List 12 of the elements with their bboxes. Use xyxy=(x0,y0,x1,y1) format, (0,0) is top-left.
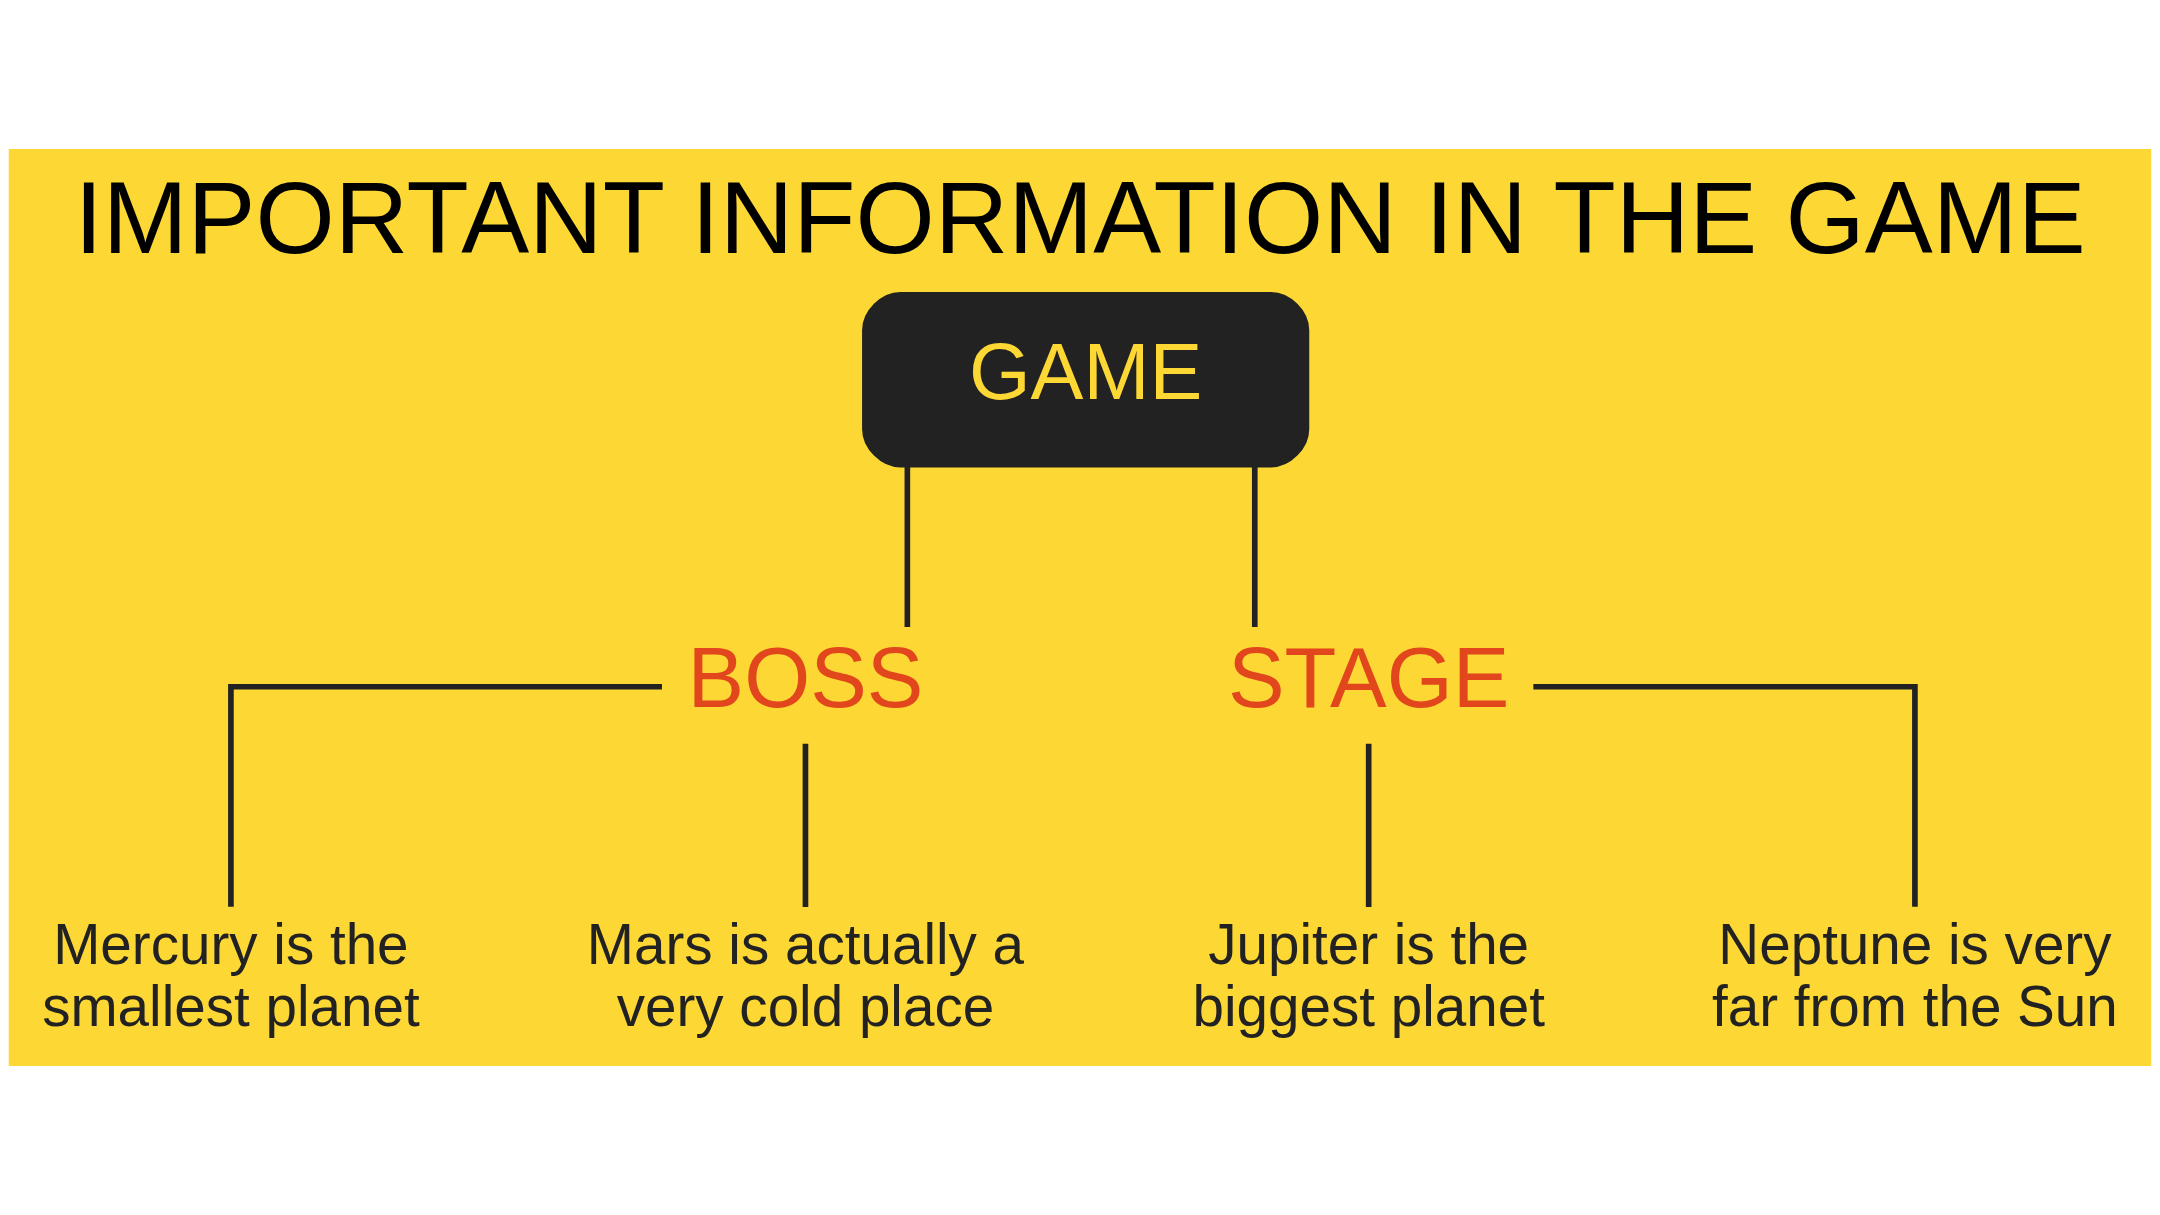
node-text: Neptune is very far from the Sun xyxy=(1712,913,2118,1039)
node-text: Mercury is the smallest planet xyxy=(42,913,420,1039)
connector xyxy=(1365,743,1372,908)
diagram-title: IMPORTANT INFORMATION IN THE GAME xyxy=(74,161,2086,276)
node-text: BOSS xyxy=(687,629,924,725)
node-text: Mars is actually a very cold place xyxy=(586,913,1025,1039)
connector xyxy=(1533,683,1918,907)
connector xyxy=(802,743,809,908)
node-text: STAGE xyxy=(1227,629,1510,725)
node-box: GAME xyxy=(862,291,1310,468)
connector xyxy=(228,683,662,907)
node-text: Jupiter is the biggest planet xyxy=(1192,913,1545,1039)
